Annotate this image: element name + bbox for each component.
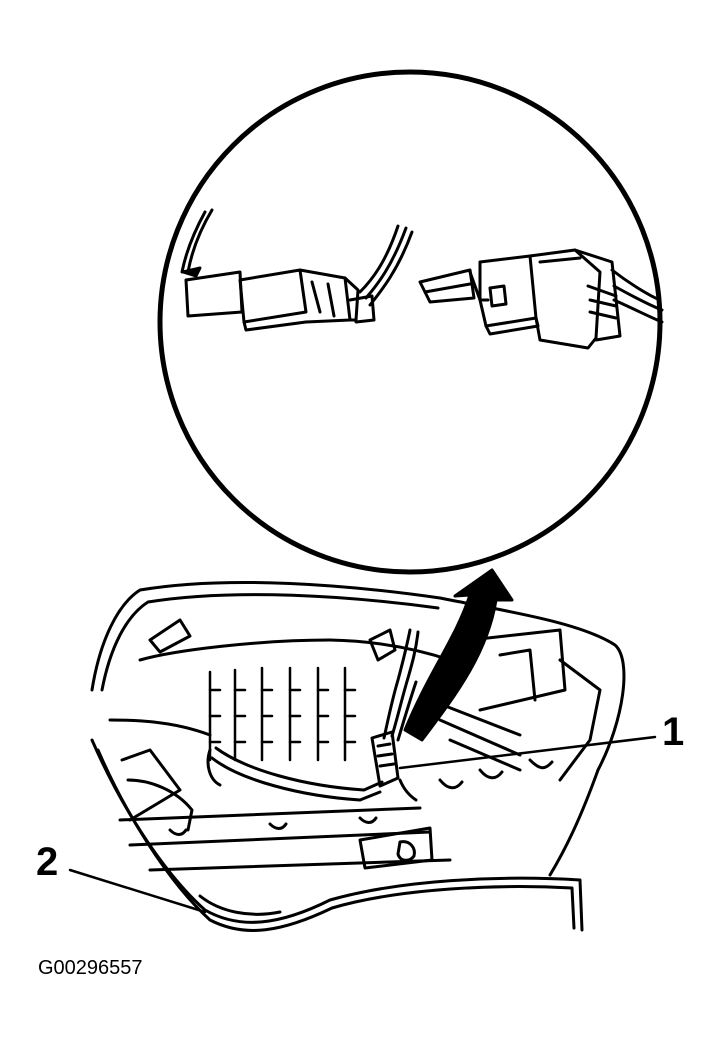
curved-arrow xyxy=(403,568,514,742)
leader-line-2 xyxy=(68,868,207,914)
leader-line-1 xyxy=(398,735,657,770)
leader-lines xyxy=(68,735,657,914)
callout-2: 2 xyxy=(36,840,59,884)
callout-1: 1 xyxy=(662,710,685,754)
connector-half-right xyxy=(418,248,664,350)
connector-half-left xyxy=(180,208,414,332)
detail-magnifier xyxy=(157,69,664,575)
vehicle-panel xyxy=(90,581,626,932)
figure-id: G00296557 xyxy=(38,957,143,979)
